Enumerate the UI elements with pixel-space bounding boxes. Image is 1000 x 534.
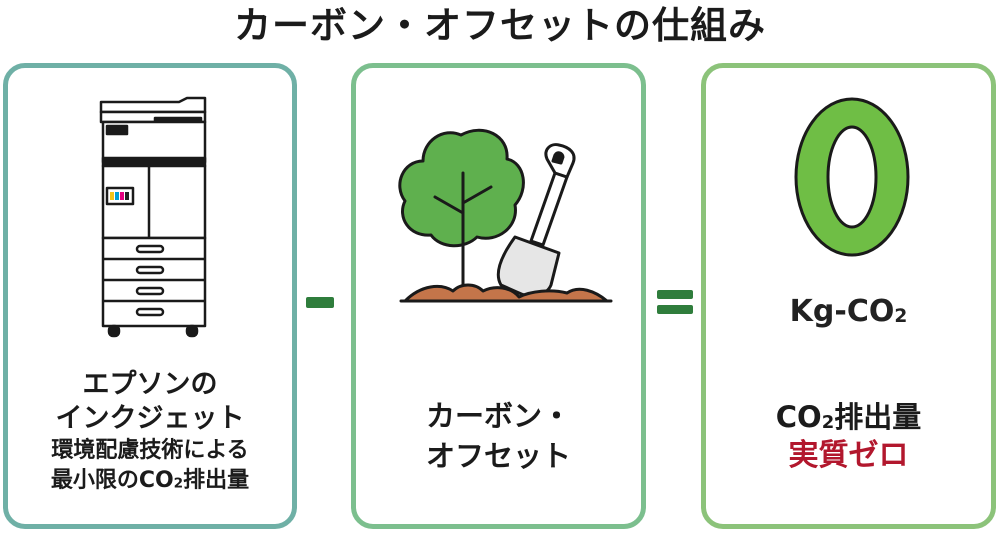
printer-caption-line3: 環境配慮技術による: [51, 438, 249, 463]
offset-caption-line1: カーボン・: [425, 399, 571, 433]
net-zero-label: 実質ゼロ: [788, 438, 909, 473]
panel-carbon-offset: カーボン・ オフセット: [351, 63, 646, 529]
minus-icon: [306, 297, 334, 308]
panel-result: Kg-CO2 CO2排出量 実質ゼロ: [701, 63, 996, 529]
page-title: カーボン・オフセットの仕組み: [234, 4, 766, 47]
offset-caption: カーボン・ オフセット: [356, 396, 641, 476]
emission-label: CO2排出量: [775, 400, 922, 434]
equals-icon: [657, 290, 693, 314]
unit-label: Kg-CO2: [789, 294, 908, 329]
printer-caption-line2: インクジェット: [55, 403, 245, 434]
zero-value: [791, 93, 913, 261]
printer-caption-sub: 環境配慮技術による 最小限のCO2排出量: [8, 436, 292, 499]
offset-caption-line2: オフセット: [425, 439, 571, 473]
printer-caption-main: エプソンの インクジェット: [8, 368, 292, 436]
printer-icon: [93, 96, 213, 341]
printer-caption-line4: 最小限のCO2排出量: [50, 468, 250, 493]
tree-shovel-icon: [391, 115, 619, 315]
printer-caption-line1: エプソンの: [82, 369, 218, 400]
panel-printer: エプソンの インクジェット 環境配慮技術による 最小限のCO2排出量: [3, 63, 297, 529]
